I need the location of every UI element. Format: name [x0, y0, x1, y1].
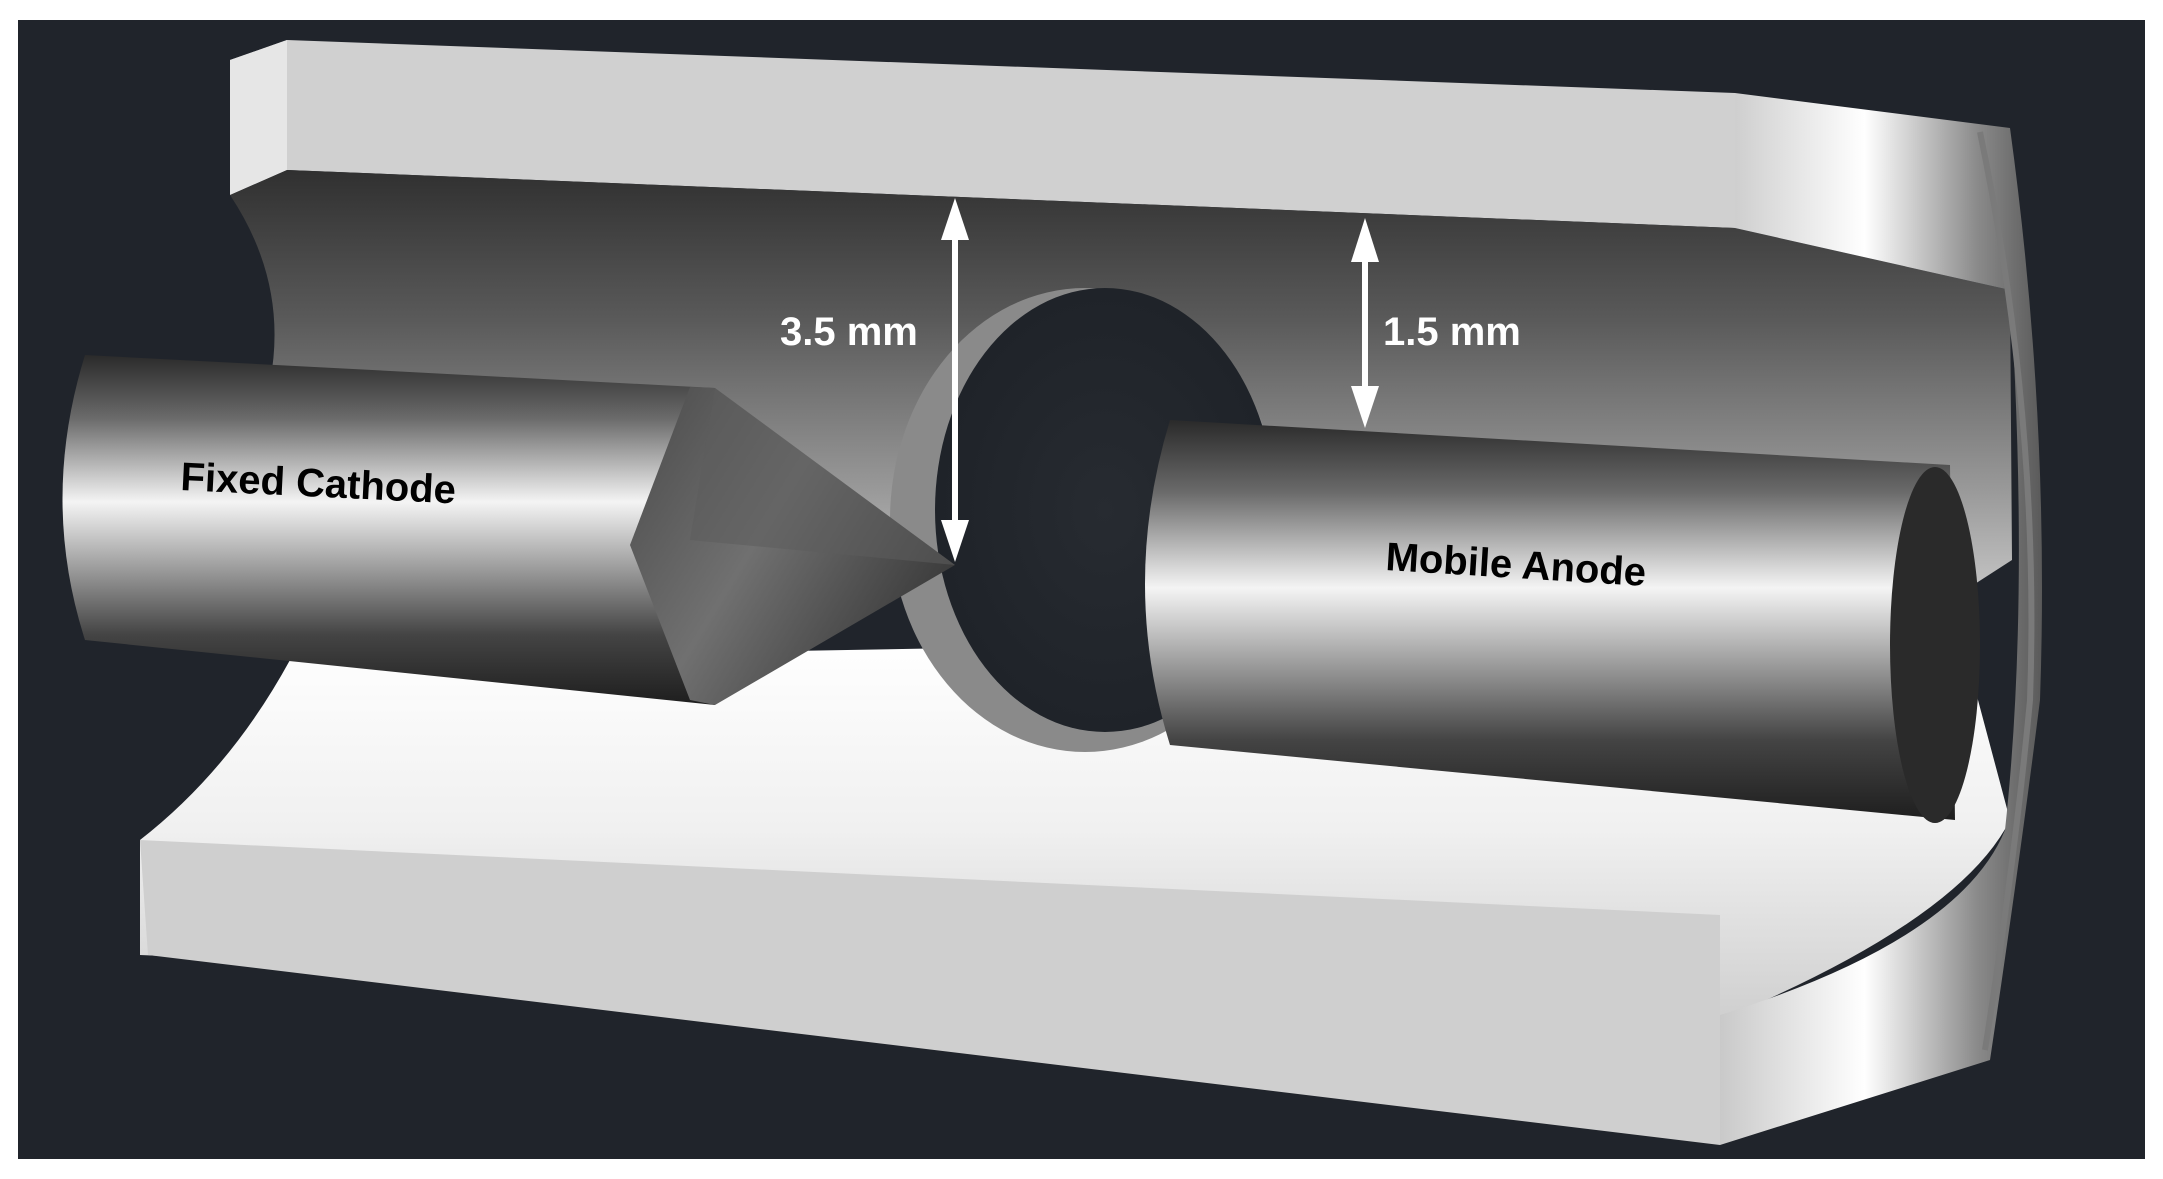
- anode-gap-label: 1.5 mm: [1383, 310, 1521, 354]
- anode-body: [1145, 420, 1955, 820]
- dimension-arrow-anode-gap: [1351, 218, 1379, 428]
- cathode-tip-shade: [690, 388, 955, 565]
- housing-top-slab-edge: [230, 40, 287, 195]
- anode-end-face: [1890, 467, 1980, 823]
- arrowhead-down: [941, 520, 969, 562]
- housing-bottom-slab: [140, 840, 1720, 1145]
- cathode-gap-label: 3.5 mm: [780, 310, 918, 354]
- housing-right-end: [1720, 93, 2042, 1145]
- housing-top-slab: [230, 40, 1735, 228]
- dimension-arrow-cathode-gap: [941, 198, 969, 562]
- arrowhead-down: [1351, 386, 1379, 428]
- housing-right-end-rim: [1977, 131, 2035, 1051]
- arrowhead-up: [941, 198, 969, 240]
- cathode-body: [62, 355, 715, 705]
- fixed-cathode: [62, 355, 955, 705]
- arrowhead-up: [1351, 218, 1379, 262]
- mobile-anode: [1145, 420, 1980, 823]
